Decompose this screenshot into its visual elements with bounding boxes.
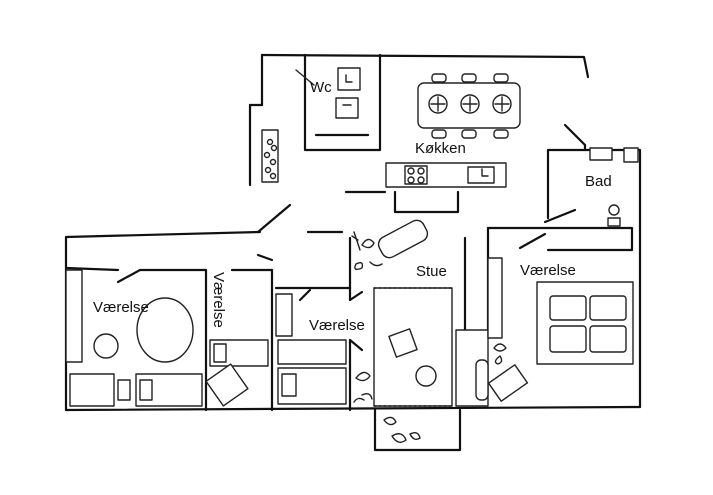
label-wc: Wc <box>310 79 332 96</box>
sink-icon <box>590 148 612 160</box>
entry-cabinet <box>262 130 278 182</box>
right-bedroom-furniture <box>476 282 633 401</box>
table-icon <box>94 334 118 358</box>
label-bedroom-left: Værelse <box>93 299 149 316</box>
chair-icon <box>489 365 528 401</box>
sink-icon <box>468 167 494 183</box>
left-bedroom-furniture <box>66 270 202 406</box>
plant-icon <box>384 417 420 442</box>
kitchen-counter <box>386 163 506 187</box>
plant-icon <box>354 372 372 402</box>
label-bedroom-right: Værelse <box>520 262 576 279</box>
label-living: Stue <box>416 263 447 280</box>
chair-icon <box>206 364 248 406</box>
label-bath: Bad <box>585 173 612 190</box>
middle-bedroom-furniture <box>276 294 346 404</box>
table-icon <box>416 366 436 386</box>
label-bedroom-small: Værelse <box>210 272 227 328</box>
toilet-icon <box>624 148 638 162</box>
small-bedroom-furniture <box>206 340 268 406</box>
chair-icon <box>389 329 417 357</box>
bed-icon <box>136 374 202 406</box>
sofa-icon <box>376 218 430 261</box>
round-rug <box>137 298 193 362</box>
label-kitchen: Køkken <box>415 140 466 157</box>
dining-table <box>418 74 520 138</box>
label-bedroom-middle: Værelse <box>309 317 365 334</box>
toilet-icon <box>336 98 358 118</box>
sink-icon <box>338 68 360 90</box>
stove-icon <box>405 166 427 184</box>
wc-fixtures <box>336 68 360 118</box>
plant-icon <box>494 344 506 364</box>
plant-icon <box>352 232 382 269</box>
bath-fixtures <box>590 148 638 226</box>
rug <box>374 288 452 406</box>
